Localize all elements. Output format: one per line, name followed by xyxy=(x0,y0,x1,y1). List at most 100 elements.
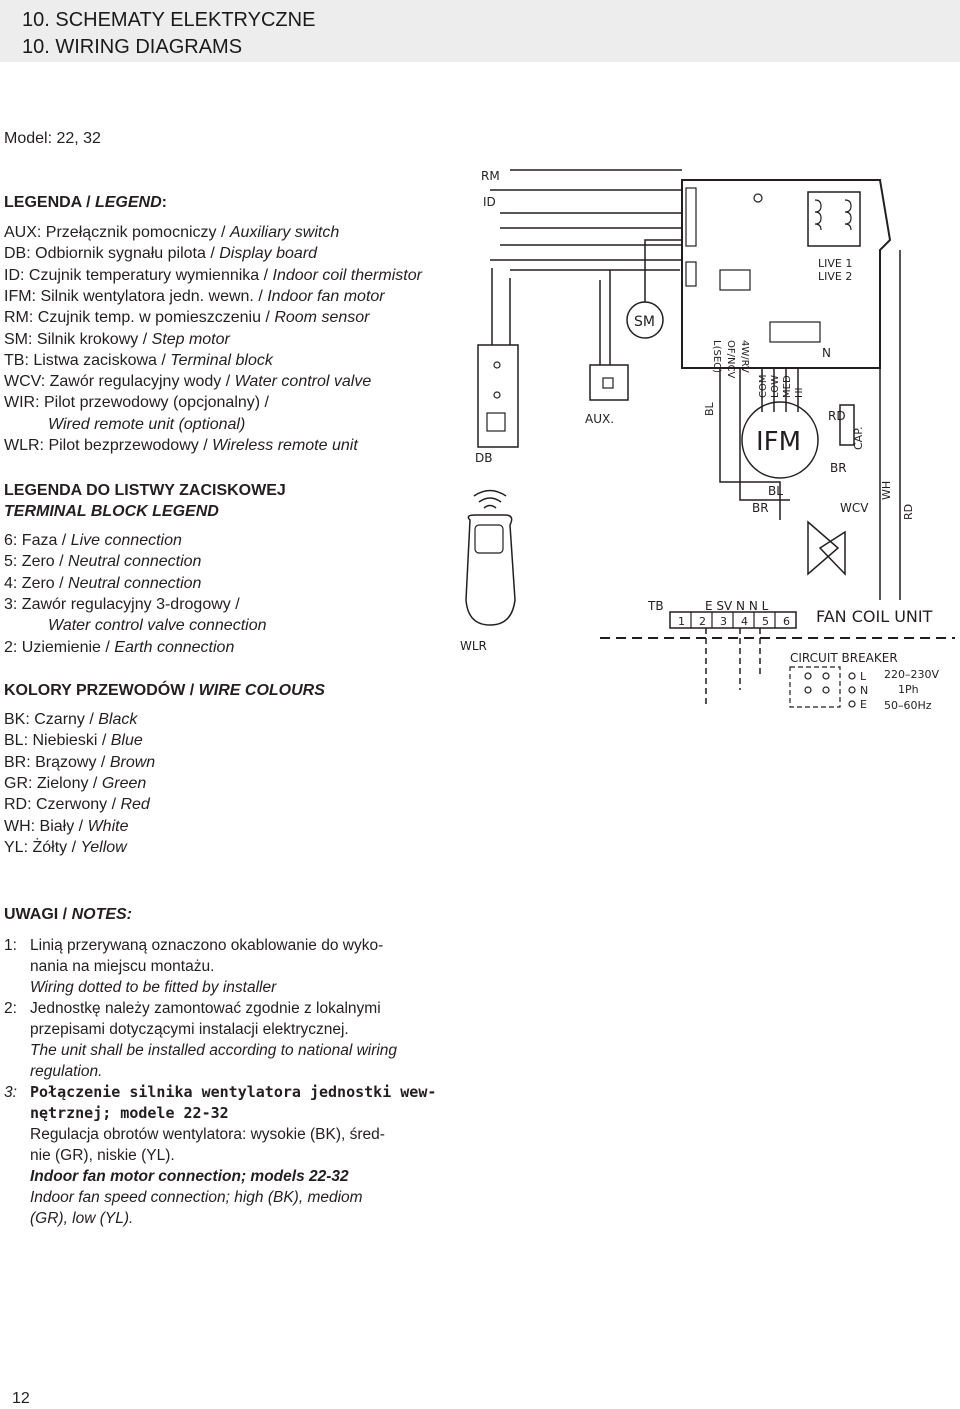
legend-item: SM: Silnik krokowy / Step motor xyxy=(4,329,230,350)
cap-label: CAP. xyxy=(852,426,865,450)
wire-colour-item-pl: RD: Czerwony / xyxy=(4,796,121,814)
com-label: COM xyxy=(758,375,769,398)
legend-item: WCV: Zawór regulacyjny wody / Water cont… xyxy=(4,371,371,392)
fan-coil-unit-label: FAN COIL UNIT xyxy=(816,607,933,626)
wire-colour-item-en: White xyxy=(87,817,129,835)
terminal-legend-item-pl: 5: Zero / xyxy=(4,553,69,571)
note-1-line-3: Wiring dotted to be fitted by installer xyxy=(30,979,277,996)
legend-item-en: Step motor xyxy=(151,330,230,348)
note-1-line-1: Linią przerywaną oznaczono okablowanie d… xyxy=(30,937,384,954)
terminal-legend-item-en: Earth connection xyxy=(114,638,235,656)
header-title-pl: 10. SCHEMATY ELEKTRYCZNE xyxy=(22,9,316,31)
note-3-line-4: nie (GR), niskie (YL). xyxy=(30,1147,175,1164)
wire-colour-item-en: Red xyxy=(120,796,150,814)
legend-item: ID: Czujnik temperatury wymiennika / Ind… xyxy=(4,265,422,286)
lsec-label: L(SEC) xyxy=(711,340,722,373)
cb-l-label: L xyxy=(860,670,867,683)
wire-colour-item: BR: Brązowy / Brown xyxy=(4,752,155,773)
note-3-line-5: Indoor fan motor connection; models 22-3… xyxy=(30,1168,349,1185)
note-3-line-2: nętrznej; modele 22-32 xyxy=(30,1104,229,1122)
note-3-line-3: Regulacja obrotów wentylatora: wysokie (… xyxy=(30,1126,385,1143)
legend-item-en: Indoor fan motor xyxy=(267,287,385,305)
legend-item: DB: Odbiornik sygnału pilota / Display b… xyxy=(4,243,317,264)
wcv-label: WCV xyxy=(840,501,869,515)
model-label: Model: 22, 32 xyxy=(4,130,101,147)
wireless-remote: WLR xyxy=(460,489,516,653)
cb-n-label: N xyxy=(860,684,868,697)
bl-label-left: BL xyxy=(703,401,716,416)
terminal-legend-item-pl: 6: Faza / xyxy=(4,532,71,549)
aux-switch: AUX. xyxy=(585,270,629,426)
legend-item-en: Indoor coil thermistor xyxy=(272,266,422,284)
wire-colour-item-en: Yellow xyxy=(80,838,127,856)
control-pcb: LIVE 1 LIVE 2 N L(SEC) OF/NCV 4W/RV xyxy=(681,179,892,378)
sensor-leads: RM ID xyxy=(481,169,682,345)
low-label: LOW xyxy=(770,375,781,398)
note-3-line-7: (GR), low (YL). xyxy=(30,1210,134,1227)
legend-item-pl: RM: Czujnik temp. w pomieszczeniu / xyxy=(4,309,275,327)
frequency-label: 50–60Hz xyxy=(884,699,932,712)
hi-label: HI xyxy=(794,388,805,398)
terminal-legend-item-pl: 3: Zawór regulacyjny 3-drogowy / xyxy=(4,595,240,613)
tb-2: 2 xyxy=(699,615,706,628)
terminal-legend-item-en: Neutral connection xyxy=(68,553,202,571)
4w-rv-label: 4W/RV xyxy=(739,340,750,373)
legend-item: RM: Czujnik temp. w pomieszczeniu / Room… xyxy=(4,307,369,328)
note-1-number: 1: xyxy=(4,937,17,954)
legend-item: WLR: Pilot bezprzewodowy / Wireless remo… xyxy=(4,435,358,456)
note-1-line-2: nania na miejscu montażu. xyxy=(30,958,215,975)
note-3-line-1: Połączenie silnika wentylatora jednostki… xyxy=(30,1083,437,1101)
legend-item-pl: IFM: Silnik wentylatora jedn. wewn. / xyxy=(4,287,268,305)
terminal-legend-title-en: TERMINAL BLOCK LEGEND xyxy=(4,503,219,520)
br-label-bottom: BR xyxy=(752,501,769,515)
wire-colour-item-en: Black xyxy=(98,711,138,728)
br-label-top: BR xyxy=(830,461,847,475)
header-bar: 10. SCHEMATY ELEKTRYCZNE 10. WIRING DIAG… xyxy=(0,0,960,62)
wire-colour-item: RD: Czerwony / Red xyxy=(4,794,150,815)
wire-colour-item: GR: Zielony / Green xyxy=(4,773,146,794)
terminal-legend-item-en: Neutral connection xyxy=(68,574,202,592)
rd-label-right: RD xyxy=(902,504,915,520)
circuit-breaker-label: CIRCUIT BREAKER xyxy=(790,651,898,665)
tb-1: 1 xyxy=(678,615,685,628)
tb-4: 4 xyxy=(741,615,748,628)
med-label: MED xyxy=(782,375,793,398)
terminal-legend-item: Water control valve connection xyxy=(48,615,266,636)
legend-item-en: Wired remote unit (optional) xyxy=(48,415,246,433)
step-motor: SM xyxy=(626,239,682,339)
terminal-legend-item-en: Live connection xyxy=(70,532,182,549)
tb-label: TB xyxy=(647,599,664,613)
terminal-legend-item: 6: Faza / Live connection xyxy=(4,530,182,551)
aux-label: AUX. xyxy=(585,412,614,426)
id-label: ID xyxy=(483,195,496,209)
terminal-legend-item: 4: Zero / Neutral connection xyxy=(4,573,201,594)
legend-item-pl: ID: Czujnik temperatury wymiennika / xyxy=(4,266,273,284)
legend-item-pl: WCV: Zawór regulacyjny wody / xyxy=(4,373,235,391)
wire-colour-item-en: Brown xyxy=(109,753,156,771)
wire-colour-item-pl: BK: Czarny / xyxy=(4,711,99,728)
wire-colour-item-en: Green xyxy=(101,774,147,792)
legend-item-en: Display board xyxy=(219,245,318,263)
header-title-en: 10. WIRING DIAGRAMS xyxy=(22,36,243,58)
live2-label: LIVE 2 xyxy=(818,270,852,283)
legend-item-pl: AUX: Przełącznik pomocniczy / xyxy=(4,224,230,241)
phase-label: 1Ph xyxy=(898,683,919,696)
wh-label: WH xyxy=(880,481,893,500)
legend-item-pl: DB: Odbiornik sygnału pilota / xyxy=(4,245,220,263)
legend-item: WIR: Pilot przewodowy (opcjonalny) / xyxy=(4,392,269,413)
n-label: N xyxy=(822,346,831,360)
terminal-block: TB E SV N N L 1 2 3 4 5 6 FAN COIL UNIT xyxy=(600,599,955,706)
wire-colour-item-pl: GR: Zielony / xyxy=(4,774,102,792)
wlr-label: WLR xyxy=(460,639,487,653)
legend-item: AUX: Przełącznik pomocniczy / Auxiliary … xyxy=(4,222,339,243)
tb-5: 5 xyxy=(762,615,769,628)
wire-colour-item-pl: YL: Żółty / xyxy=(4,838,81,856)
sm-label: SM xyxy=(634,314,655,330)
wire-colour-item-pl: WH: Biały / xyxy=(4,817,88,835)
wire-colours-title: KOLORY PRZEWODÓW / WIRE COLOURS xyxy=(4,682,325,699)
display-board: DB xyxy=(475,344,519,465)
tb-6: 6 xyxy=(783,615,790,628)
page-number: 12 xyxy=(12,1390,30,1407)
db-label: DB xyxy=(475,451,492,465)
rd-label: RD xyxy=(828,409,846,423)
